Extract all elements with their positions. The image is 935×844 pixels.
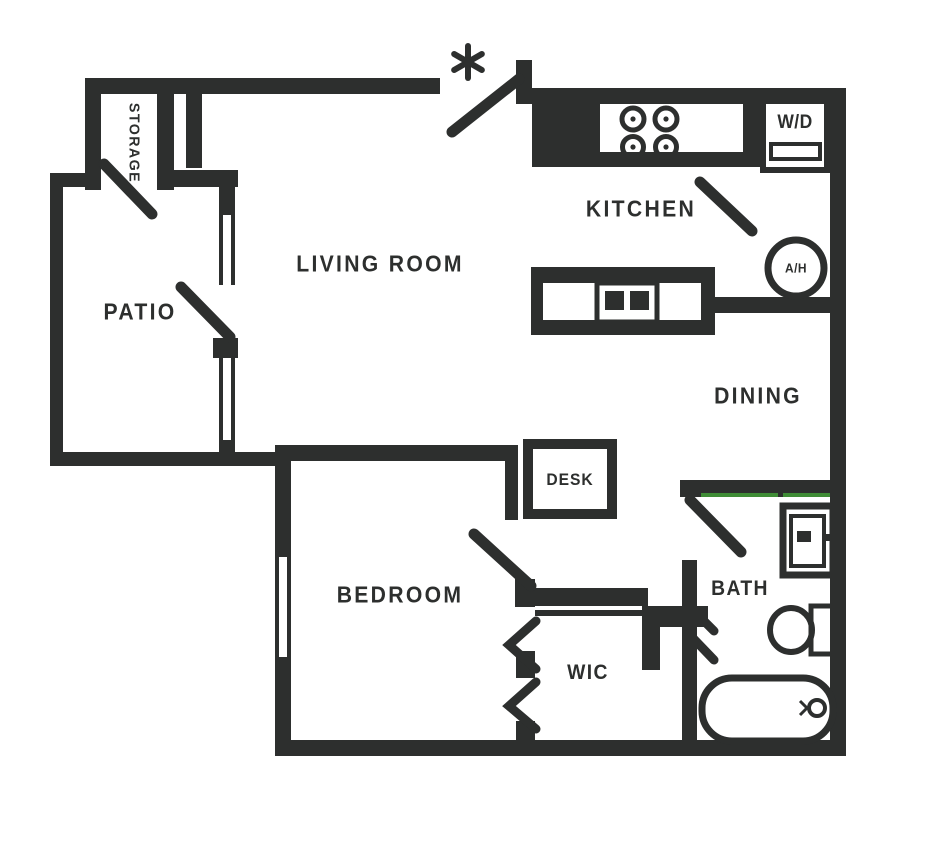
accent-green-lines xyxy=(701,493,830,497)
wall-bedroom-west-lower xyxy=(275,657,291,756)
wall-ah-nook-bottom xyxy=(706,297,846,313)
vanity-sink-icon xyxy=(779,502,837,579)
wall-patio-bottom xyxy=(50,452,291,466)
patio-label: PATIO xyxy=(103,298,177,325)
storage-door-swing xyxy=(98,158,158,220)
wic-bifold-door-lower-icon xyxy=(502,677,541,734)
window-living-lower xyxy=(219,356,235,442)
walls xyxy=(50,60,846,756)
bath-door-mark-lower xyxy=(684,629,719,665)
wall-bedroom-west-upper xyxy=(275,445,291,557)
window-living-upper xyxy=(219,213,235,285)
green-line-right xyxy=(783,493,830,497)
peninsula-bottom xyxy=(531,320,713,335)
kitchen-label: KITCHEN xyxy=(585,195,697,222)
air-handler-label: A/H xyxy=(785,260,807,276)
kitchen-sink-icon xyxy=(594,280,660,325)
wall-storage-stub xyxy=(186,92,202,168)
toilet-icon xyxy=(767,603,836,657)
bath-label: BATH xyxy=(711,577,769,600)
wall-patio-left xyxy=(50,173,63,465)
living-room-label: LIVING ROOM xyxy=(296,250,464,277)
wall-bath-west xyxy=(682,560,697,756)
kitchen-counter-block xyxy=(532,104,600,154)
wall-bottom xyxy=(275,740,846,756)
bifold-doors xyxy=(502,601,719,734)
wall-west-mid-stub xyxy=(213,338,238,358)
kitchen-counter-bar xyxy=(532,152,758,167)
storage-label: STORAGE xyxy=(125,102,143,184)
wall-right xyxy=(830,88,846,756)
peninsula-left xyxy=(531,267,543,335)
stove-icon xyxy=(619,105,680,160)
wall-patio-top xyxy=(50,173,90,187)
wall-west-upper xyxy=(219,187,235,215)
green-line-left xyxy=(701,493,778,497)
wic-bifold-door-upper-icon xyxy=(502,616,541,674)
wall-wic-north xyxy=(516,588,648,606)
washer-dryer-label: W/D xyxy=(777,112,813,133)
windows xyxy=(219,213,291,657)
wall-storage-right xyxy=(157,92,174,190)
wall-dining-bath-divider xyxy=(680,480,846,497)
desk-box xyxy=(523,439,617,519)
wall-wic-east xyxy=(642,606,660,670)
peninsula-top xyxy=(531,267,713,283)
wall-hall-stub xyxy=(505,458,518,520)
bath-door-mark-upper xyxy=(684,601,719,636)
bathtub-icon xyxy=(698,674,837,745)
window-bedroom xyxy=(275,557,291,657)
bedroom-door-swing xyxy=(468,528,537,592)
patio-door-swing xyxy=(175,281,236,343)
peninsula-right xyxy=(701,267,715,335)
kitchen-door-swing xyxy=(694,176,758,237)
bath-door-swing xyxy=(684,494,747,558)
wall-west-lower xyxy=(219,440,235,466)
door-swings xyxy=(98,73,758,592)
bedroom-label: BEDROOM xyxy=(336,581,464,608)
entry-asterisk-icon xyxy=(451,43,485,81)
dining-label: DINING xyxy=(714,382,802,409)
wic-label: WIC xyxy=(567,661,609,684)
wall-top-left xyxy=(85,78,440,94)
wall-kitchen-wd-divider xyxy=(743,102,760,167)
wall-living-south xyxy=(275,445,518,461)
wall-storage-left xyxy=(85,78,101,190)
air-handler-circle-icon xyxy=(764,236,828,300)
wall-living-nw xyxy=(157,170,238,187)
entry-door-swing xyxy=(446,73,525,138)
wic-shelf-line xyxy=(535,610,645,616)
washer-dryer-box-icon xyxy=(760,97,830,173)
desk-label: DESK xyxy=(546,470,594,489)
